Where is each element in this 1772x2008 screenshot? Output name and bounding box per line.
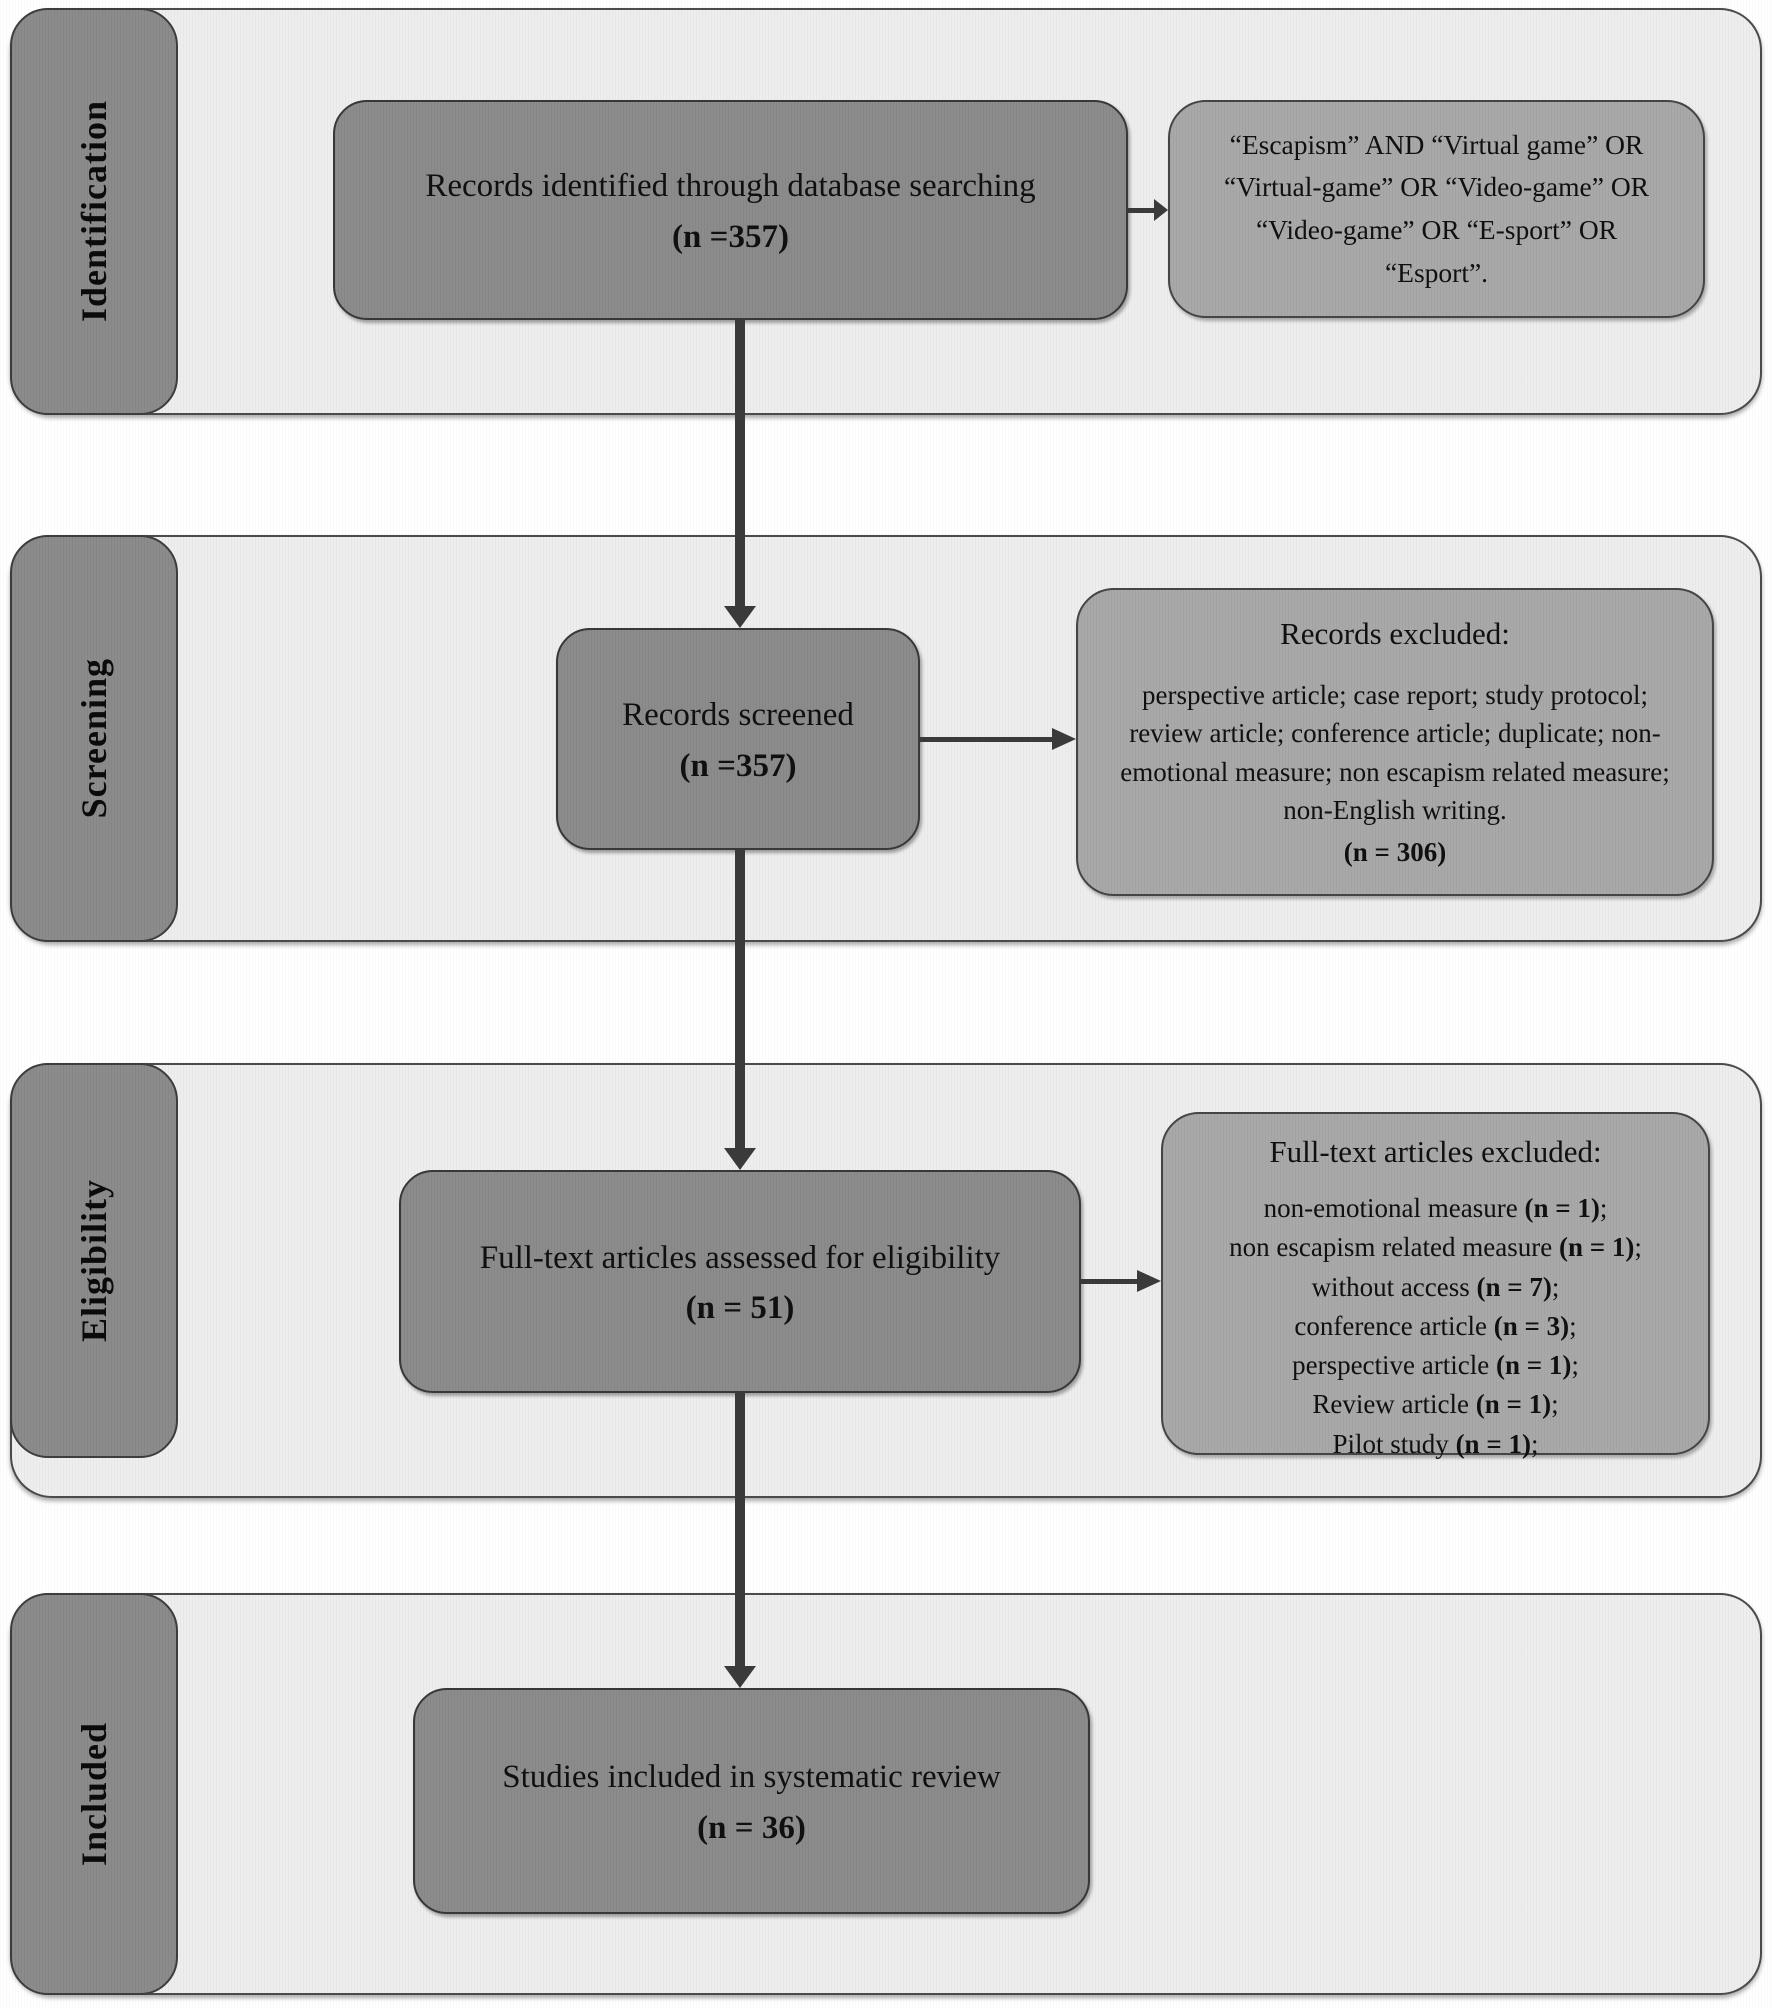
records-screened-title: Records screened (622, 697, 854, 734)
fulltext-excluded-box: Full-text articles excluded: non-emotion… (1161, 1112, 1710, 1459)
arrow-head-icon (724, 1148, 756, 1170)
search-terms-text: “Escapism” AND “Virtual game” OR “Virtua… (1223, 128, 1650, 288)
fulltext-excluded-item: conference article (n = 3); (1294, 1310, 1577, 1341)
stage-label-screening-text: Screening (74, 658, 114, 819)
stage-label-eligibility-text: Eligibility (74, 1178, 114, 1343)
fulltext-assessed-count: (n = 51) (685, 1290, 795, 1327)
arrow-down-identification-to-screening (724, 320, 756, 628)
records-identified-count: (n =357) (672, 218, 789, 255)
fulltext-excluded-heading: Full-text articles excluded: (1269, 1134, 1602, 1169)
records-excluded-heading: Records excluded: (1280, 616, 1510, 651)
stage-label-identification-text: Identification (74, 100, 114, 323)
stage-label-identification: Identification (10, 8, 178, 415)
fulltext-excluded-item: non-emotional measure (n = 1); (1263, 1193, 1608, 1223)
records-excluded-box: Records excluded: perspective article; c… (1076, 588, 1714, 896)
arrow-stem (920, 737, 1052, 742)
arrow-right-identified-to-search-terms (1128, 199, 1168, 221)
arrow-head-icon (1052, 728, 1076, 750)
records-screened-box: Records screened (n =357) (556, 628, 920, 850)
records-identified-title: Records identified through database sear… (425, 168, 1036, 205)
fulltext-excluded-item: without access (n = 7); (1311, 1271, 1560, 1302)
arrow-head-icon (1137, 1270, 1161, 1292)
arrow-head-icon (1154, 199, 1168, 221)
fulltext-assessed-box: Full-text articles assessed for eligibil… (399, 1170, 1081, 1393)
fulltext-excluded-item: Review article (n = 1); (1312, 1389, 1559, 1420)
fulltext-assessed-title: Full-text articles assessed for eligibil… (479, 1239, 1001, 1276)
fulltext-excluded-item: Pilot study (n = 1); (1332, 1428, 1539, 1459)
fulltext-excluded-item: non escapism related measure (n = 1); (1229, 1232, 1642, 1263)
arrow-down-screening-to-eligibility (724, 850, 756, 1170)
stage-label-screening: Screening (10, 535, 178, 942)
arrow-right-screened-to-excluded (920, 728, 1076, 750)
records-excluded-count: (n = 306) (1343, 837, 1447, 868)
studies-included-title: Studies included in systematic review (502, 1759, 1001, 1796)
arrow-head-icon (724, 1666, 756, 1688)
records-excluded-body: perspective article; case report; study … (1120, 680, 1670, 825)
stage-label-included: Included (10, 1593, 178, 1995)
records-screened-count: (n =357) (679, 747, 797, 784)
arrow-down-eligibility-to-included (724, 1393, 756, 1688)
search-terms-box: “Escapism” AND “Virtual game” OR “Virtua… (1168, 100, 1705, 318)
arrow-stem (735, 1393, 745, 1666)
arrow-stem (735, 850, 745, 1148)
fulltext-excluded-items: non-emotional measure (n = 1); non escap… (1163, 1190, 1708, 1463)
records-identified-box: Records identified through database sear… (333, 100, 1128, 320)
studies-included-count: (n = 36) (697, 1809, 806, 1846)
arrow-stem (1081, 1279, 1137, 1284)
studies-included-box: Studies included in systematic review (n… (413, 1688, 1090, 1914)
stage-label-included-text: Included (74, 1721, 114, 1867)
arrow-right-fulltext-to-excluded (1081, 1270, 1161, 1292)
arrow-head-icon (724, 606, 756, 628)
arrow-stem (1128, 208, 1154, 213)
fulltext-excluded-item: perspective article (n = 1); (1292, 1350, 1579, 1380)
arrow-stem (735, 320, 745, 606)
stage-label-eligibility: Eligibility (10, 1063, 178, 1458)
